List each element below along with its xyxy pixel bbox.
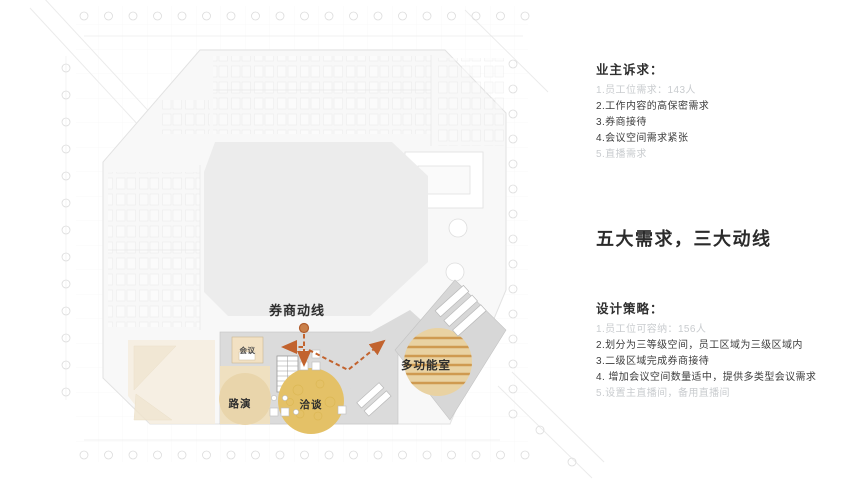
owner-demands-header: 业主诉求： [596, 63, 664, 77]
info-panel: 业主诉求： 1.员工位需求：143人 2.工作内容的高保密需求 3.券商接待 4… [596, 63, 852, 402]
negotiation-label: 洽谈 [300, 398, 323, 411]
strategy-item-1: 1.员工位可容纳：156人 [596, 324, 707, 335]
meeting-room-label: 会议 [240, 345, 256, 355]
workstation-areas [108, 56, 504, 327]
strip-desks [356, 382, 392, 417]
roadshow-highlight-circle [219, 373, 271, 425]
wing-desks [434, 284, 487, 337]
design-strategy-header: 设计策略： [596, 302, 664, 316]
meeting-table [238, 351, 256, 361]
round-tables [445, 218, 468, 282]
demand-item-4: 4.会议空间需求紧张 [596, 133, 689, 144]
design-strategy-section: 设计策略： 1.员工位可容纳：156人 2.划分为三等级空间，员工区域为三级区域… [596, 302, 852, 402]
movement-arrows [281, 334, 386, 372]
demand-item-2: 2.工作内容的高保密需求 [596, 101, 710, 112]
broker-movement-label: 券商动线 [268, 303, 325, 318]
headline: 五大需求，三大动线 [596, 229, 772, 249]
partition-lines [108, 55, 432, 330]
terrace-area [128, 340, 215, 424]
demand-item-1: 1.员工位需求：143人 [596, 85, 696, 96]
multifunction-highlight-circle [404, 328, 472, 396]
demand-item-3: 3.券商接待 [596, 117, 647, 128]
strategy-item-3: 3.二级区域完成券商接待 [596, 356, 710, 367]
multifunction-room-label: 多功能室 [401, 358, 451, 372]
negotiation-texture [286, 379, 336, 421]
grid-bubble [567, 457, 577, 467]
roadshow-label: 路演 [229, 397, 252, 410]
owner-demands-section: 业主诉求： 1.员工位需求：143人 2.工作内容的高保密需求 3.券商接待 4… [596, 63, 852, 163]
movement-start-dot [298, 322, 310, 334]
strategy-item-2: 2.划分为三等级空间，员工区域为三级区域内 [596, 340, 803, 351]
seating-rows [404, 336, 472, 385]
demand-item-5: 5.直播需求 [596, 149, 647, 160]
strategy-item-4: 4. 增加会议空间数量适中，提供多类型会议需求 [596, 372, 817, 383]
central-core [204, 142, 428, 316]
strategy-item-5: 5.设置主直播间，备用直播间 [596, 388, 730, 399]
negotiation-highlight-circle [278, 368, 344, 434]
dimension-lines [65, 35, 523, 441]
